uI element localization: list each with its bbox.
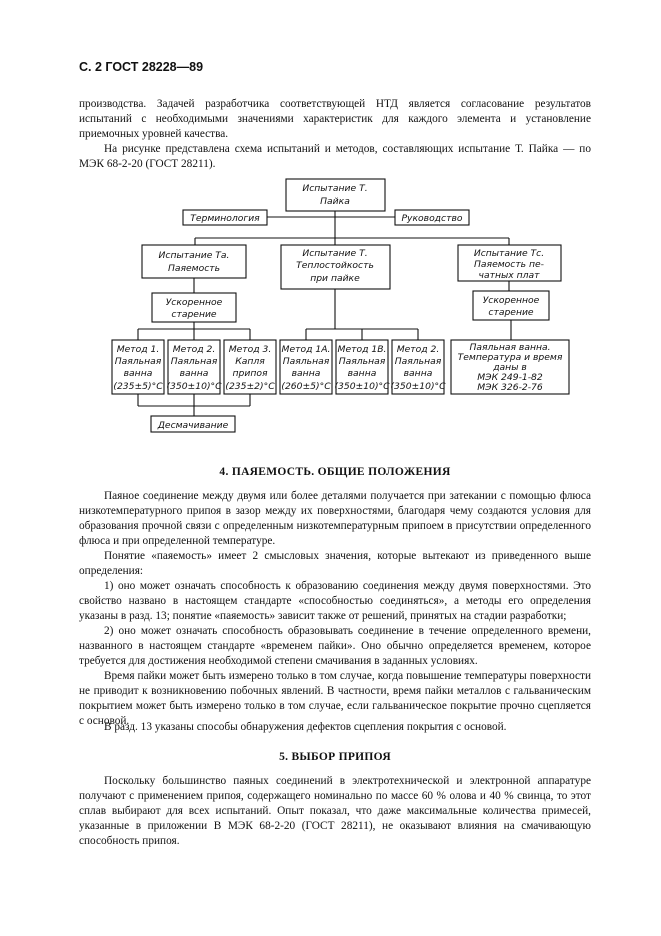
section-5-title: 5. ВЫБОР ПРИПОЯ <box>279 751 391 763</box>
method-1a-line-2: Паяльная <box>283 356 330 367</box>
method-1-line-3: ванна <box>124 368 153 379</box>
dewetting-label: Десмачивание <box>157 420 229 431</box>
tc-method-line-2: Температура и время <box>458 352 563 363</box>
method-3-line-3: припоя <box>233 368 268 379</box>
dewetting-box <box>150 415 236 433</box>
tc-method-line-4: МЭК 249-1-82 <box>477 372 543 383</box>
terminology-label: Терминология <box>190 213 260 224</box>
test-tb-line-2: Теплостойкость <box>296 260 374 271</box>
method-1a-line-3: ванна <box>292 368 321 379</box>
method-3-line-1: Метод 3. <box>229 344 272 355</box>
intro-paragraph-1: производства. Задачей разработчика соотв… <box>79 98 591 140</box>
aging-right-line-2: старение <box>488 307 533 318</box>
method-1-box: Метод 1. Паяльная ванна (235±5)°С <box>111 339 165 395</box>
tc-method-line-1: Паяльная ванна. <box>469 342 550 353</box>
root-line-2: Пайка <box>320 196 350 207</box>
method-3-box: Метод 3. Капля припоя (235±2)°С <box>223 339 277 395</box>
intro-paragraph-2: На рисунке представлена схема испытаний … <box>79 143 591 170</box>
test-ta-line-2: Паяемость <box>168 263 220 274</box>
method-2-line-1: Метод 2. <box>173 344 216 355</box>
test-tb-line-3: при пайке <box>310 273 360 284</box>
method-3-line-2: Капля <box>235 356 265 367</box>
guidance-label: Руководство <box>402 213 463 224</box>
section-4-paragraph-1: Паяное соединение между двумя или более … <box>79 490 591 547</box>
method-1b-line-2: Паяльная <box>339 356 386 367</box>
method-3-line-4: (235±2)°С <box>225 381 275 392</box>
tc-method-box: Паяльная ванна. Температура и время даны… <box>450 339 570 395</box>
aging-right-line-1: Ускоренное <box>483 295 540 306</box>
method-2-line-2: Паяльная <box>171 356 218 367</box>
test-tc-line-1: Испытание Тс. <box>474 248 544 259</box>
method-1-line-1: Метод 1. <box>117 344 160 355</box>
method-1b-box: Метод 1В. Паяльная ванна (350±10)°С <box>334 339 390 395</box>
tc-method-line-5: МЭК 326-2-76 <box>477 382 543 393</box>
section-4-paragraph-3: 1) оно может означать способность к обра… <box>79 580 591 622</box>
method-2b-line-2: Паяльная <box>395 356 442 367</box>
aging-left-line-2: старение <box>171 309 216 320</box>
method-1b-line-1: Метод 1В. <box>338 344 387 355</box>
method-2-box: Метод 2. Паяльная ванна (350±10)°С <box>166 339 222 395</box>
method-2b-line-3: ванна <box>404 368 433 379</box>
section-4-title: 4. ПАЯЕМОСТЬ. ОБЩИЕ ПОЛОЖЕНИЯ <box>219 466 451 478</box>
method-1a-box: Метод 1А. Паяльная ванна (260±5)°С <box>279 339 333 395</box>
test-tc-line-3: чатных плат <box>479 270 541 281</box>
method-2b-line-1: Метод 2. <box>397 344 440 355</box>
root-line-1: Испытание Т. <box>302 183 367 194</box>
method-2-line-3: ванна <box>180 368 209 379</box>
test-ta-line-1: Испытание Та. <box>159 250 230 261</box>
method-1-line-2: Паяльная <box>115 356 162 367</box>
aging-left-line-1: Ускоренное <box>166 297 223 308</box>
method-1b-line-3: ванна <box>348 368 377 379</box>
method-1-line-4: (235±5)°С <box>113 381 163 392</box>
section-4-paragraph-2: Понятие «паяемость» имеет 2 смысловых зн… <box>79 550 591 577</box>
page-header: С. 2 ГОСТ 28228—89 <box>79 60 204 74</box>
test-tc-line-2: Паяемость пе- <box>474 259 544 270</box>
section-4-paragraph-6: В разд. 13 указаны способы обнаружения д… <box>104 721 507 733</box>
method-2b-box: Метод 2. Паяльная ванна (350±10)°С <box>390 339 446 395</box>
method-2b-line-4: (350±10)°С <box>390 381 446 392</box>
method-1a-line-1: Метод 1А. <box>282 344 331 355</box>
section-4-paragraph-4: 2) оно может означать способность образо… <box>79 625 591 667</box>
tc-method-line-3: даны в <box>492 362 527 373</box>
test-tb-line-1: Испытание Т. <box>302 248 367 259</box>
section-5-paragraph-1: Поскольку большинство паяных соединений … <box>79 775 591 847</box>
method-1a-line-4: (260±5)°С <box>281 381 331 392</box>
method-1b-line-4: (350±10)°С <box>334 381 390 392</box>
method-2-line-4: (350±10)°С <box>166 381 222 392</box>
section-4-paragraph-5: Время пайки может быть измерено только в… <box>79 670 591 727</box>
